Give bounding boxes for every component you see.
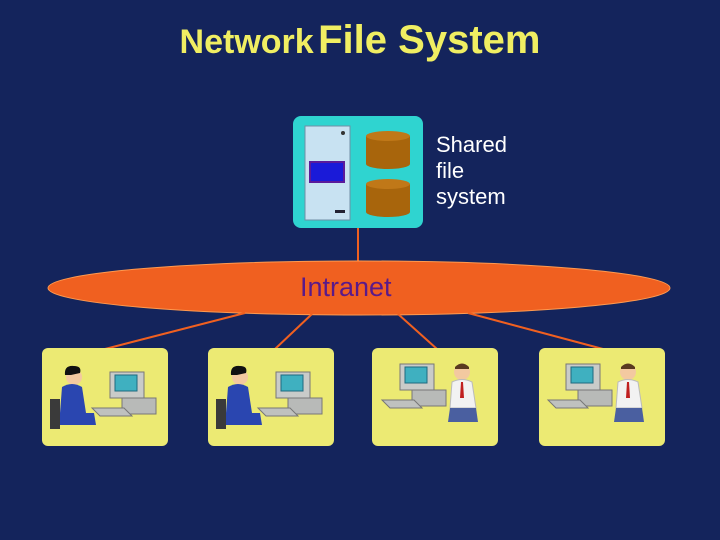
file-server: [293, 116, 423, 228]
server-slot: [335, 210, 345, 213]
client-link: [397, 313, 438, 350]
workstation-card: [539, 348, 665, 446]
client-link: [467, 312, 604, 350]
client-links: [104, 312, 604, 350]
client-link: [104, 312, 246, 350]
disk-icon: [366, 179, 410, 217]
workstation-card: [208, 348, 334, 446]
workstation-card: [372, 348, 498, 446]
intranet-label: Intranet: [300, 272, 392, 302]
server-power-led: [341, 131, 345, 135]
title-file-system: File System: [318, 18, 541, 62]
disk-icon: [366, 131, 410, 169]
title-word-network: Network: [179, 23, 314, 61]
intranet-ellipse: [47, 260, 671, 316]
shared-file-system-caption: Shared file system: [436, 132, 507, 209]
server-drive-bay: [309, 161, 345, 183]
workstation-card: [42, 348, 168, 446]
client-link: [274, 313, 313, 350]
slide-title: Network File System: [0, 18, 720, 63]
